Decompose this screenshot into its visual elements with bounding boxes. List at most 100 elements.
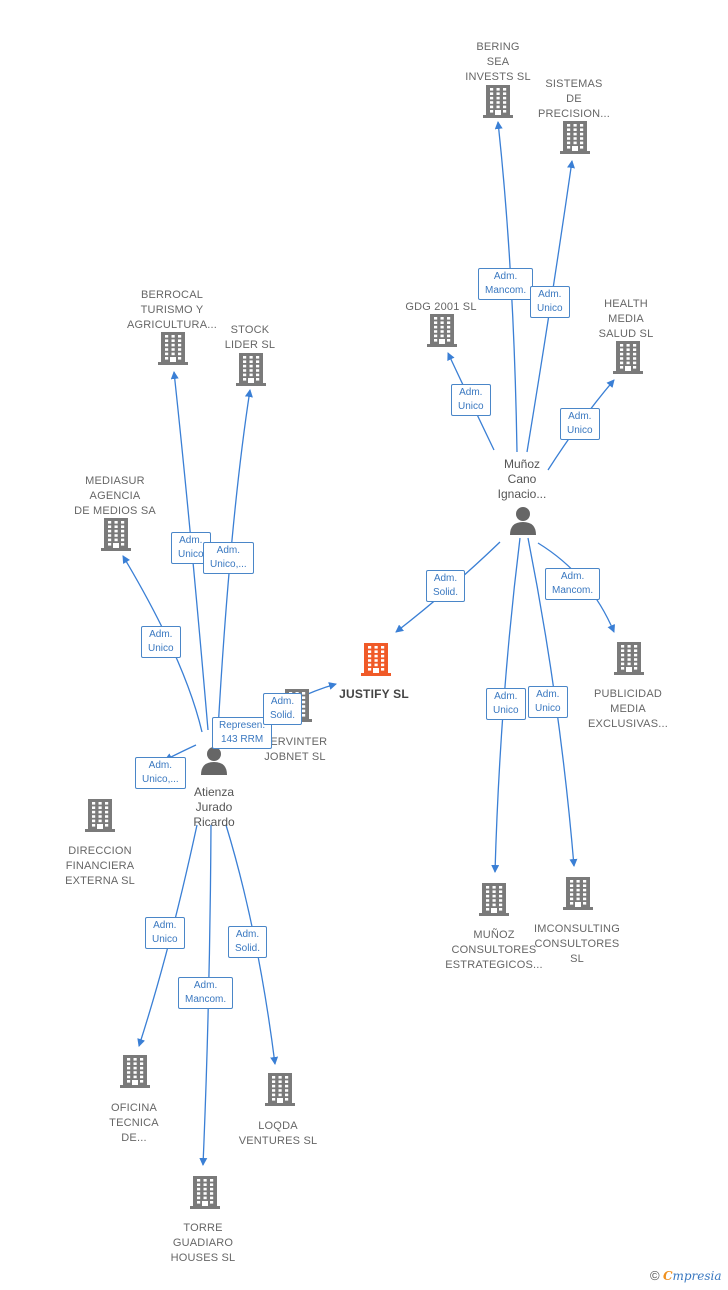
node-label-line: MUÑOZ xyxy=(473,929,515,941)
edge-label-atienza-loqda[interactable]: Adm.Solid. xyxy=(228,926,268,958)
node-label-line: PRECISION... xyxy=(537,108,611,120)
node-label-line: OFICINA xyxy=(110,1102,157,1114)
edge-label-line: Adm. xyxy=(179,535,203,546)
node-label-line: DIRECCION xyxy=(68,845,132,857)
building-icon[interactable] xyxy=(158,331,188,370)
node-label-oficina[interactable]: OFICINA TECNICA DE... xyxy=(69,1101,199,1146)
edge-label-line: Adm. xyxy=(216,545,241,556)
node-label-line: BERING xyxy=(476,41,520,53)
edge-label-line: Mancom. xyxy=(485,285,527,296)
person-icon[interactable] xyxy=(508,505,538,540)
copyright-symbol: © xyxy=(650,1268,660,1283)
node-label-line: DE xyxy=(566,93,582,105)
building-icon[interactable] xyxy=(563,876,593,915)
building-icon[interactable] xyxy=(613,340,643,379)
node-label-line: Muñoz xyxy=(503,457,541,471)
edge-label-munoz-gdg[interactable]: Adm.Unico xyxy=(451,384,491,416)
person-icon[interactable] xyxy=(199,745,229,780)
building-icon[interactable] xyxy=(236,352,266,391)
building-icon[interactable] xyxy=(427,313,457,352)
edge-label-atienza-justify[interactable]: Adm. Solid. xyxy=(263,693,303,725)
node-label-line: JOBNET SL xyxy=(264,751,326,763)
building-icon[interactable] xyxy=(479,882,509,921)
node-label-line: LIDER SL xyxy=(224,339,276,351)
building-icon[interactable] xyxy=(120,1054,150,1093)
edge-label-munoz-justify[interactable]: Adm.Solid. xyxy=(426,570,466,602)
edge-label-line: Solid. xyxy=(270,710,296,721)
edge-label-line: Adm. xyxy=(270,696,295,707)
edge-label-line: Unico xyxy=(535,703,561,714)
node-label-line: TORRE xyxy=(183,1222,223,1234)
node-label-line: Cano xyxy=(507,472,537,486)
node-label-line: FINANCIERA xyxy=(65,860,135,872)
node-label-line: AGENCIA xyxy=(89,490,141,502)
edge-label-line: Adm. xyxy=(560,571,585,582)
node-label-line: LOQDA xyxy=(258,1120,298,1132)
node-label-line: TECNICA xyxy=(109,1117,159,1129)
edge-label-atienza-servinter[interactable]: Represen.143 RRM xyxy=(212,717,273,749)
target-building-icon[interactable] xyxy=(361,642,391,681)
building-icon[interactable] xyxy=(85,798,115,837)
node-label-line: Atienza xyxy=(193,785,235,799)
edge-label-line: Unico xyxy=(458,401,484,412)
building-icon[interactable] xyxy=(483,84,513,123)
node-label-line: Jurado xyxy=(195,800,233,814)
edge-label-line: Unico,... xyxy=(142,774,179,785)
building-icon[interactable] xyxy=(190,1175,220,1214)
node-label-line: DE... xyxy=(121,1132,147,1144)
node-label-line: STOCK xyxy=(230,324,270,336)
node-label-line: JUSTIFY SL xyxy=(339,687,409,701)
edge-label-atienza-mediasur[interactable]: Adm.Unico xyxy=(141,626,181,658)
node-label-line: PUBLICIDAD xyxy=(593,688,663,700)
edge-label-munoz-bering[interactable]: Adm.Mancom. xyxy=(478,268,534,300)
node-label-line: SEA xyxy=(486,56,510,68)
building-icon[interactable] xyxy=(265,1072,295,1111)
edge-label-munoz-imconsulting[interactable]: Adm.Unico xyxy=(528,686,568,718)
node-label-line: HEALTH xyxy=(604,298,648,310)
edge-label-line: Adm. xyxy=(538,289,562,300)
node-label-line: SALUD SL xyxy=(598,328,654,340)
edge-label-atienza-direccion[interactable]: Adm.Unico,... xyxy=(135,757,186,789)
edge-label-atienza-torre[interactable]: Adm.Mancom. xyxy=(178,977,234,1009)
edge-label-line: Unico,... xyxy=(210,559,247,570)
node-label-line: SL xyxy=(570,953,584,965)
edge-label-atienza-oficina[interactable]: Adm. Unico xyxy=(145,917,185,949)
node-label-justify[interactable]: JUSTIFY SL xyxy=(309,687,439,702)
edge-label-munoz-munozcons[interactable]: Adm.Unico xyxy=(486,688,526,720)
edge-label-munoz-health[interactable]: Adm.Unico xyxy=(560,408,600,440)
edge-label-munoz-sistemas[interactable]: Adm.Unico xyxy=(530,286,570,318)
edge-label-line: Adm. xyxy=(149,629,173,640)
building-icon[interactable] xyxy=(101,517,131,556)
node-label-line: ESTRATEGICOS... xyxy=(445,959,543,971)
edge-label-line: Unico xyxy=(493,705,519,716)
node-label-stock[interactable]: STOCK LIDER SL xyxy=(185,323,315,353)
node-label-line: INVESTS SL xyxy=(465,71,531,83)
brand-initial: C xyxy=(662,1269,673,1283)
node-label-line: CONSULTORES xyxy=(534,938,620,950)
edge-label-line: Adm. xyxy=(568,411,592,422)
edge-label-munoz-publicidad[interactable]: Adm.Mancom. xyxy=(545,568,601,600)
edge-label-line: Unico xyxy=(152,934,178,945)
node-label-bering[interactable]: BERING SEA INVESTS SL xyxy=(433,40,563,85)
edge-label-line: Adm. xyxy=(433,573,458,584)
edge-label-atienza-stock[interactable]: Adm. Unico,... xyxy=(203,542,254,574)
node-label-gdg[interactable]: GDG 2001 SL xyxy=(376,300,506,315)
building-icon[interactable] xyxy=(560,120,590,159)
edge-label-line: Adm. xyxy=(153,920,177,931)
edge-label-line: Adm. xyxy=(235,929,260,940)
building-icon[interactable] xyxy=(614,641,644,680)
